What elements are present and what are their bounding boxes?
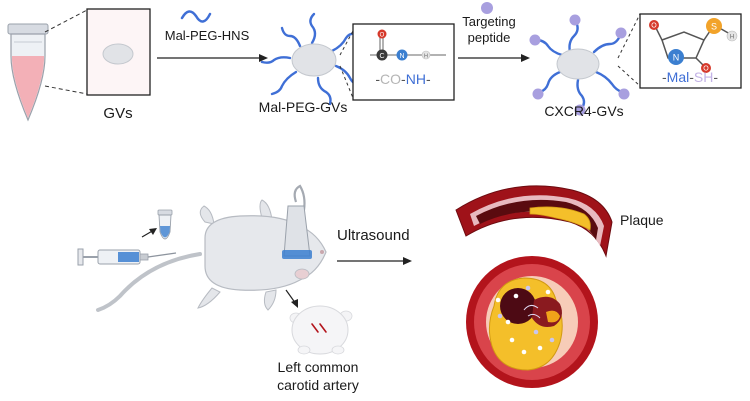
arrow-1-head [259, 54, 268, 62]
svg-text:C: C [379, 53, 384, 60]
thioether-linkage-panel: O N O S H -Mal-SH- [639, 13, 742, 89]
cxcr4-gvs-label: CXCR4-GVs [544, 103, 623, 119]
svg-text:S: S [711, 22, 717, 32]
zoom-line-bottom [44, 85, 88, 95]
lcca-label-1: Left common [278, 359, 359, 375]
dissect-arrow-head [291, 299, 298, 308]
peptide-icon [481, 2, 493, 14]
artery-cross-section-icon [466, 256, 598, 388]
svg-text:H: H [730, 35, 734, 41]
syringe-icon [77, 248, 177, 266]
zoom-line-top [44, 9, 88, 33]
artery-longitudinal-icon [455, 185, 613, 258]
targeting-label-1: Targeting [462, 14, 515, 29]
ultrasound-label: Ultrasound [337, 227, 410, 244]
test-tube-icon [7, 23, 49, 122]
zoom-line-3a [617, 13, 641, 59]
zoom-line-2b [339, 65, 354, 99]
co-nh-formula: -CO-NH- [375, 71, 431, 87]
vial-icon [157, 209, 173, 240]
peg-chain-icon [180, 10, 212, 23]
svg-text:N: N [673, 53, 680, 63]
cxcr4-gvs-icon [529, 14, 630, 116]
svg-text:N: N [399, 53, 404, 60]
zoom-line-2a [339, 30, 354, 56]
ultrasound-probe-icon [282, 184, 312, 259]
mal-sh-formula: -Mal-SH- [662, 69, 718, 85]
svg-text:O: O [651, 23, 657, 30]
gas-vesicle [102, 43, 134, 65]
arrow-3-head [403, 257, 412, 265]
lcca-label-2: carotid artery [277, 377, 359, 393]
mal-peg-hns-label: Mal-PEG-HNS [165, 28, 250, 43]
dissected-mouse-icon [289, 305, 353, 355]
svg-text:O: O [380, 33, 385, 39]
plaque-label: Plaque [620, 212, 664, 228]
zoom-line-3b [617, 65, 641, 87]
svg-text:H: H [424, 53, 428, 59]
gvs-label: GVs [103, 105, 132, 122]
svg-text:O: O [703, 66, 709, 73]
arrow-2-head [521, 54, 530, 62]
vial-arrow-head [149, 228, 157, 235]
amide-linkage-panel: O C N H -CO-NH- [352, 23, 455, 101]
mal-peg-gvs-icon [260, 12, 364, 106]
mal-peg-gvs-label: Mal-PEG-GVs [259, 99, 348, 115]
targeting-label-2: peptide [468, 30, 511, 45]
